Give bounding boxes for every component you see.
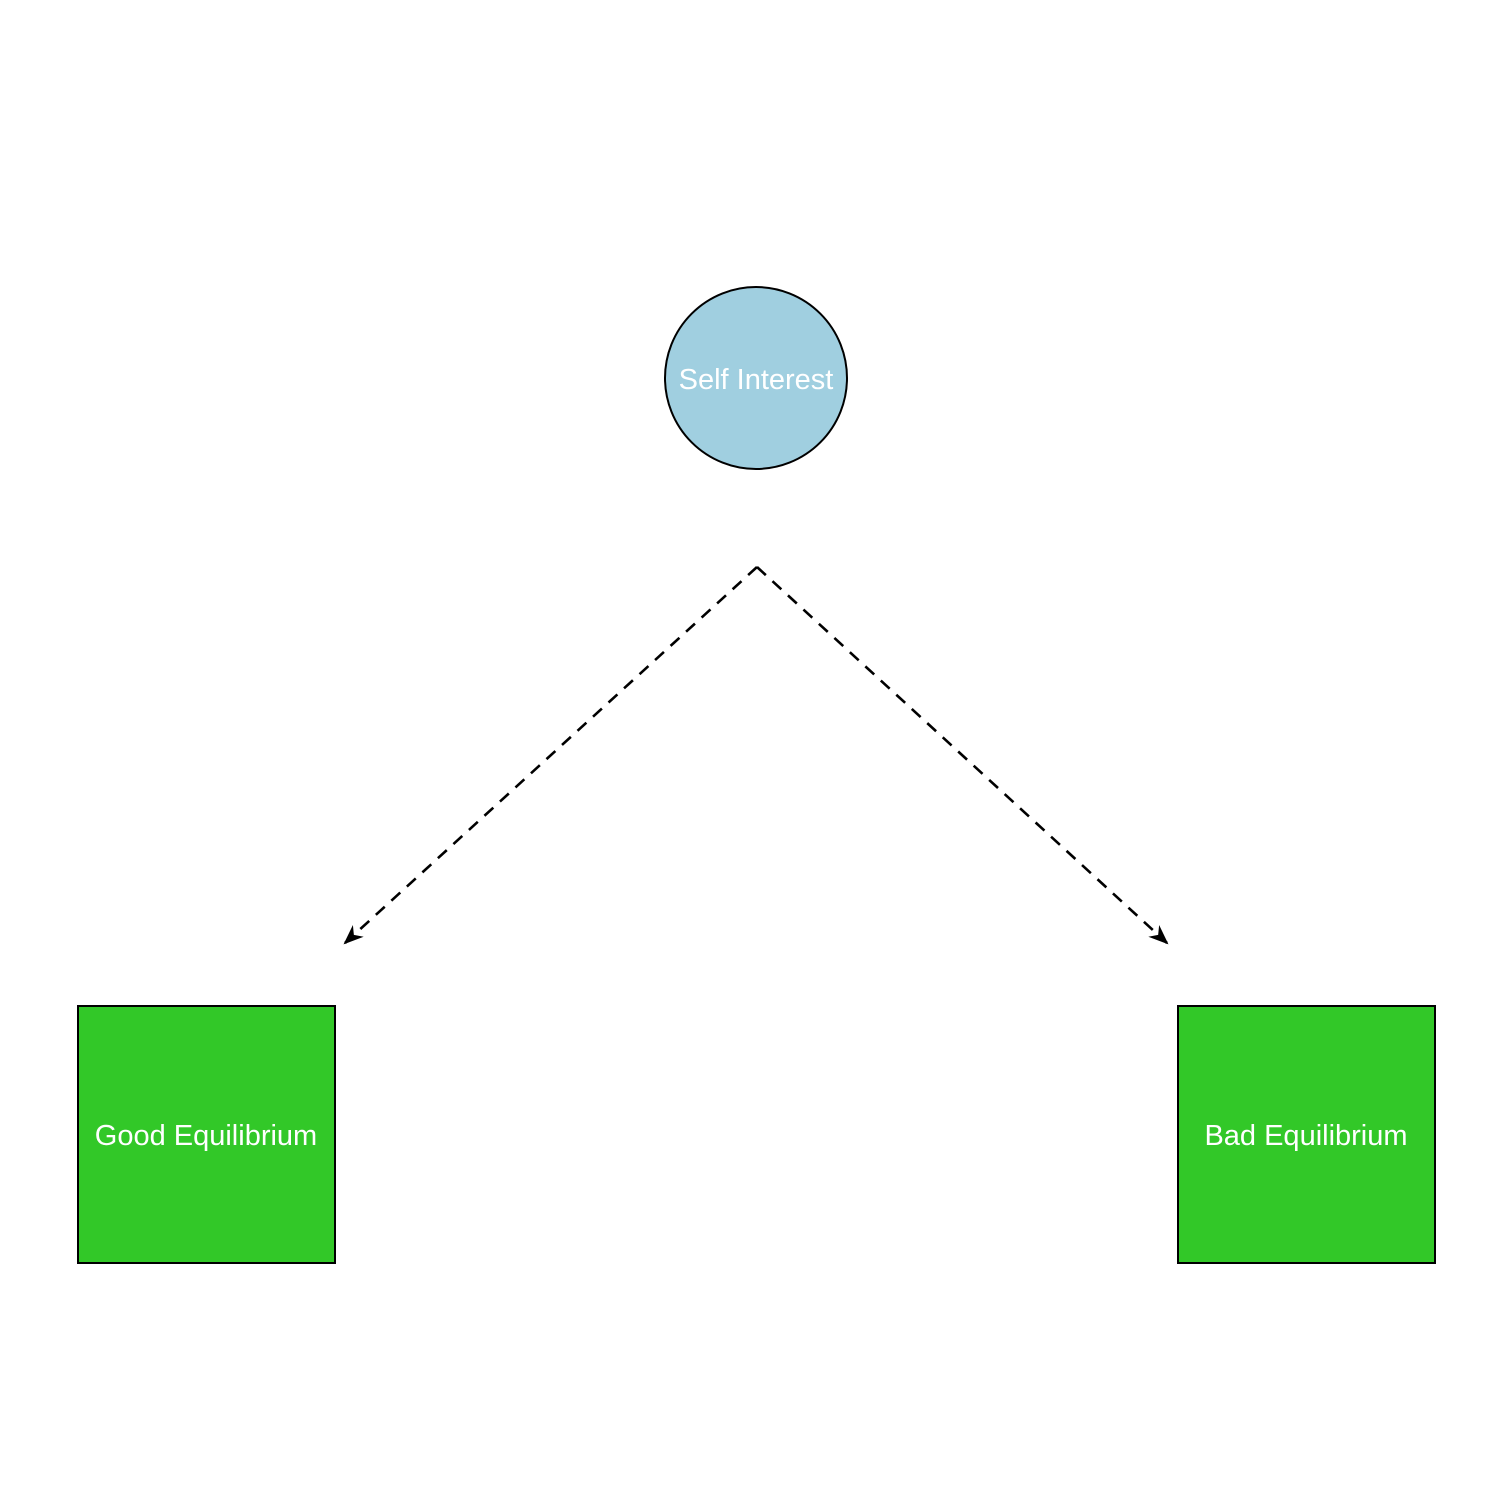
edge-self-interest-to-good-equilibrium xyxy=(343,566,758,945)
node-bad-equilibrium-box xyxy=(1177,1005,1436,1264)
node-bad-equilibrium[interactable]: Bad Equilibrium xyxy=(1177,1005,1436,1264)
edge-self-interest-to-bad-equilibrium xyxy=(756,566,1169,945)
node-self-interest[interactable]: Self Interest xyxy=(664,286,848,470)
node-bad-equilibrium-label: Bad Equilibrium xyxy=(1204,1120,1407,1152)
node-good-equilibrium[interactable]: Good Equilibrium xyxy=(77,1005,336,1264)
edges xyxy=(343,566,1169,945)
node-self-interest-label: Self Interest xyxy=(679,364,834,396)
node-good-equilibrium-label: Good Equilibrium xyxy=(95,1120,317,1152)
node-self-interest-circle xyxy=(664,286,848,470)
node-good-equilibrium-box xyxy=(77,1005,336,1264)
